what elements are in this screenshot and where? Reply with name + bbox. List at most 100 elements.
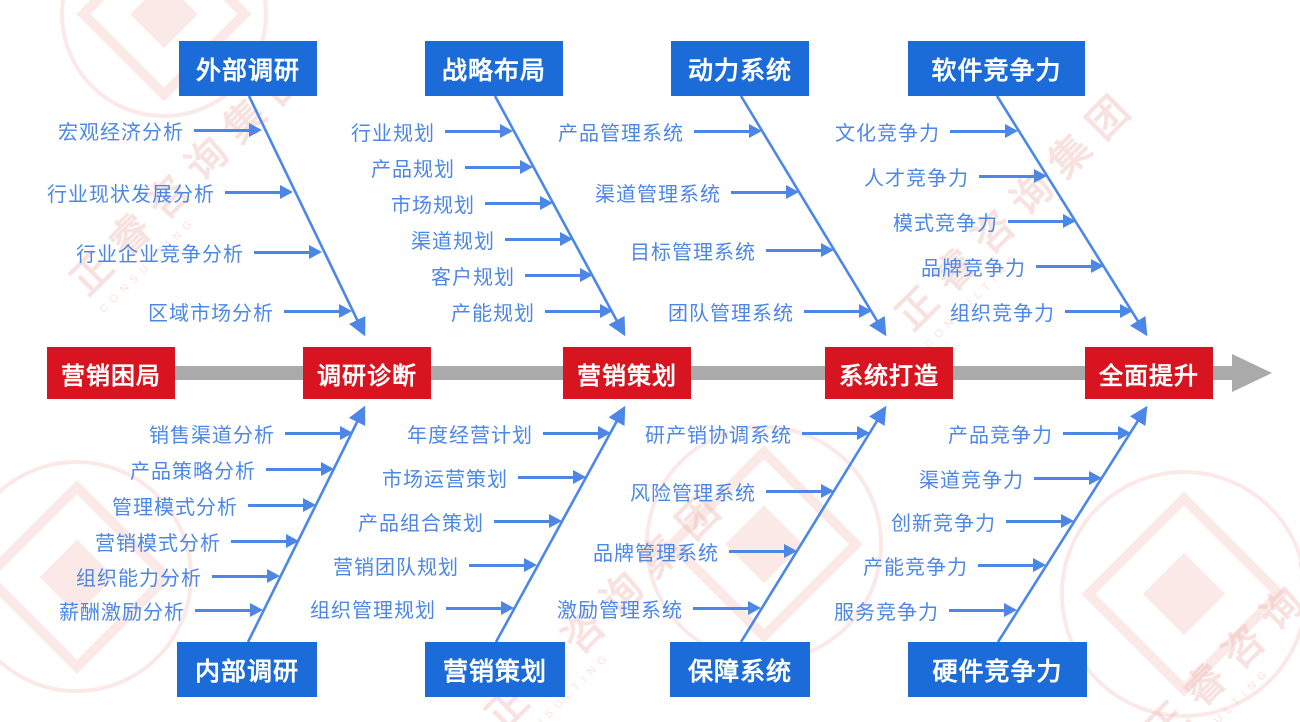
right-arrow-icon [1065, 304, 1133, 318]
cause-item: 薪酬激励分析 [59, 597, 263, 624]
cause-label: 组织能力分析 [76, 567, 202, 590]
cause-label: 产能竞争力 [863, 556, 968, 579]
top-bone-1 [247, 95, 366, 337]
cause-item: 客户规划 [431, 262, 593, 289]
cause-item: 目标管理系统 [630, 237, 834, 264]
right-arrow-icon [194, 123, 262, 137]
right-arrow-icon [231, 534, 299, 548]
top-bone-3 [739, 95, 887, 337]
cause-item: 渠道竞争力 [919, 465, 1102, 492]
cause-label: 区域市场分析 [148, 302, 274, 325]
cause-label: 产品策略分析 [130, 460, 256, 483]
branch-box-marketing-planning: 营销策划 [425, 642, 565, 697]
right-arrow-icon [804, 304, 872, 318]
right-arrow-icon [266, 462, 334, 476]
branch-box-internal-research: 内部调研 [177, 642, 317, 697]
cause-label: 风险管理系统 [630, 482, 756, 505]
cause-label: 产品管理系统 [558, 122, 684, 145]
top-bone-2 [493, 95, 626, 337]
right-arrow-icon [693, 601, 761, 615]
cause-item: 创新竞争力 [891, 508, 1074, 535]
right-arrow-icon [494, 514, 562, 528]
cause-item: 团队管理系统 [668, 298, 872, 325]
branch-box-strategic-layout: 战略布局 [425, 41, 563, 96]
cause-item: 市场运营策划 [382, 464, 586, 491]
right-arrow-icon [1036, 259, 1104, 273]
stage-box-overall-improvement: 全面提升 [1085, 347, 1213, 399]
cause-label: 行业现状发展分析 [47, 183, 215, 206]
stage-box-marketing-planning: 营销策划 [563, 347, 691, 399]
right-arrow-icon [445, 124, 513, 138]
cause-item: 渠道规划 [411, 226, 573, 253]
right-arrow-icon [465, 160, 533, 174]
cause-item: 人才竞争力 [864, 163, 1047, 190]
right-arrow-icon [254, 245, 322, 259]
right-arrow-icon [543, 426, 611, 440]
cause-item: 产品竞争力 [948, 420, 1131, 447]
cause-item: 渠道管理系统 [595, 179, 799, 206]
right-arrow-icon [949, 603, 1017, 617]
right-arrow-icon [950, 124, 1018, 138]
cause-item: 产品策略分析 [130, 456, 334, 483]
cause-label: 行业规划 [351, 122, 435, 145]
right-arrow-icon [731, 185, 799, 199]
right-arrow-icon [469, 558, 537, 572]
right-arrow-icon [1008, 214, 1076, 228]
cause-item: 产能竞争力 [863, 552, 1046, 579]
branch-box-external-research: 外部调研 [179, 41, 317, 96]
right-arrow-icon [766, 484, 834, 498]
cause-item: 品牌竞争力 [921, 253, 1104, 280]
stage-box-system-building: 系统打造 [825, 347, 953, 399]
cause-label: 产品竞争力 [948, 424, 1053, 447]
cause-label: 品牌竞争力 [921, 257, 1026, 280]
cause-item: 激励管理系统 [557, 595, 761, 622]
cause-item: 研产销协调系统 [645, 420, 870, 447]
right-arrow-icon [225, 185, 293, 199]
cause-label: 模式竞争力 [893, 212, 998, 235]
cause-item: 销售渠道分析 [149, 420, 353, 447]
cause-label: 品牌管理系统 [593, 542, 719, 565]
bottom-bone-3 [739, 405, 887, 643]
cause-label: 客户规划 [431, 266, 515, 289]
right-arrow-icon [1006, 514, 1074, 528]
cause-label: 组织管理规划 [310, 599, 436, 622]
cause-item: 区域市场分析 [148, 298, 352, 325]
right-arrow-icon [1063, 426, 1131, 440]
cause-label: 文化竞争力 [835, 122, 940, 145]
cause-label: 目标管理系统 [630, 241, 756, 264]
cause-item: 行业规划 [351, 118, 513, 145]
cause-label: 宏观经济分析 [58, 121, 184, 144]
cause-item: 文化竞争力 [835, 118, 1018, 145]
right-arrow-icon [978, 558, 1046, 572]
cause-item: 宏观经济分析 [58, 117, 262, 144]
cause-item: 产能规划 [451, 298, 613, 325]
cause-label: 激励管理系统 [557, 599, 683, 622]
cause-label: 渠道竞争力 [919, 469, 1024, 492]
cause-item: 行业现状发展分析 [47, 179, 293, 206]
right-arrow-icon [485, 196, 553, 210]
cause-label: 市场规划 [391, 194, 475, 217]
cause-label: 年度经营计划 [407, 424, 533, 447]
cause-label: 薪酬激励分析 [59, 601, 185, 624]
cause-label: 渠道规划 [411, 230, 495, 253]
right-arrow-icon [446, 601, 514, 615]
right-arrow-icon [1034, 471, 1102, 485]
branch-box-hardware-competitiveness: 硬件竞争力 [908, 642, 1087, 697]
cause-label: 渠道管理系统 [595, 183, 721, 206]
right-arrow-icon [195, 603, 263, 617]
right-arrow-icon [545, 304, 613, 318]
cause-item: 组织能力分析 [76, 563, 280, 590]
cause-label: 管理模式分析 [112, 496, 238, 519]
cause-label: 市场运营策划 [382, 468, 508, 491]
cause-item: 组织竞争力 [950, 298, 1133, 325]
right-arrow-icon [248, 498, 316, 512]
cause-label: 产品规划 [371, 158, 455, 181]
right-arrow-icon [284, 304, 352, 318]
cause-label: 组织竞争力 [950, 302, 1055, 325]
right-arrow-icon [766, 243, 834, 257]
cause-label: 研产销协调系统 [645, 424, 792, 447]
cause-item: 服务竞争力 [834, 597, 1017, 624]
cause-item: 营销团队规划 [333, 552, 537, 579]
cause-item: 组织管理规划 [310, 595, 514, 622]
right-arrow-icon [285, 426, 353, 440]
